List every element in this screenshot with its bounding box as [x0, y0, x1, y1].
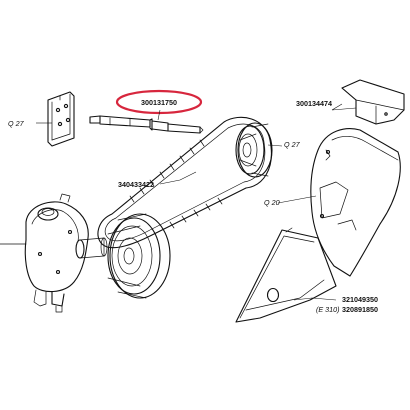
ref-e310: (E 310)	[316, 305, 340, 314]
part-number-v-belt: 340433422	[118, 180, 154, 189]
drive-shaft	[89, 115, 204, 134]
lower-pulley	[107, 213, 171, 299]
ref-q20: Q 20	[264, 198, 280, 207]
v-belt	[97, 116, 272, 249]
part-number-cover-plate: 300134474	[296, 99, 332, 108]
gearbox	[0, 193, 108, 313]
part-number-shaft: 300131750	[141, 98, 177, 107]
part-number-guard-b: 320891850	[342, 305, 378, 314]
leader-lines	[36, 103, 357, 301]
lower-guard	[235, 227, 337, 323]
cover-plate	[341, 79, 405, 125]
mounting-bracket	[47, 91, 75, 147]
ref-q27-right: Q 27	[284, 140, 301, 149]
highlight-ellipse	[115, 89, 203, 115]
upper-guard	[310, 128, 401, 277]
ref-q27-left: Q 27	[8, 119, 25, 128]
part-number-guard-a: 321049350	[342, 295, 378, 304]
